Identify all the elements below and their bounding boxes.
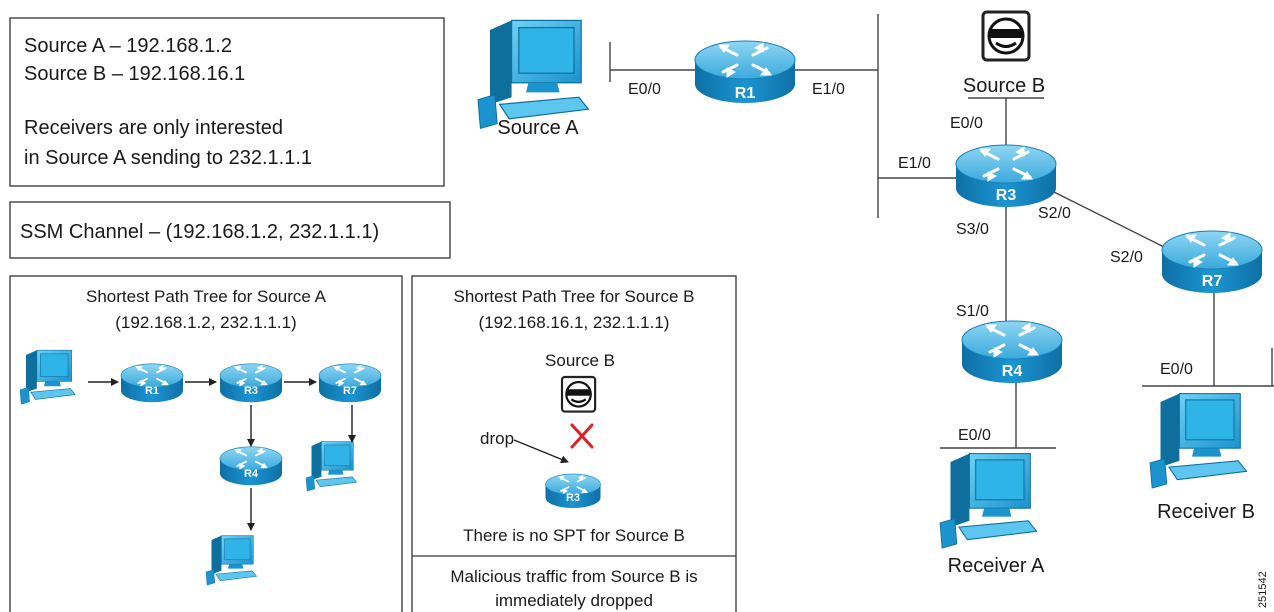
receiver-b-label: Receiver B — [1157, 501, 1255, 523]
no-spt-text: There is no SPT for Source B — [463, 526, 685, 545]
r1-e00-label: E0/0 — [628, 81, 661, 98]
router-r3-label: R3 — [996, 187, 1017, 204]
drop-label: drop — [480, 429, 514, 448]
spt-a-receiver-b-pc-icon — [305, 441, 357, 492]
spt-a-receiver-a-pc-icon — [205, 535, 257, 586]
spt-b-badguy-source-icon — [560, 375, 597, 413]
spt-source-b-box — [411, 275, 737, 612]
r3-e10-label: E1/0 — [898, 155, 931, 172]
router-r7-label: R7 — [1202, 273, 1223, 290]
link-r3-r7 — [1049, 189, 1171, 251]
r4-s10-label: S1/0 — [956, 303, 989, 320]
malicious-text-line2: immediately dropped — [495, 591, 653, 610]
spt-b-r3-label: R3 — [566, 492, 580, 504]
r3-s30-label: S3/0 — [956, 221, 989, 238]
malicious-text-line1: Malicious traffic from Source B is — [450, 567, 697, 586]
receivers-note-line2: in Source A sending to 232.1.1.1 — [24, 147, 312, 169]
source-b-badguy-icon — [981, 10, 1031, 62]
spt-b-channel: (192.168.16.1, 232.1.1.1) — [479, 313, 670, 332]
receivers-note-line1: Receivers are only interested — [24, 117, 283, 139]
receiver-b-pc-icon — [1149, 393, 1248, 489]
r7-s20-label: S2/0 — [1110, 249, 1143, 266]
source-a-pc-icon — [477, 19, 590, 130]
r3-e00-label: E0/0 — [950, 115, 983, 132]
spt-b-source-label: Source B — [545, 351, 615, 370]
spt-a-channel: (192.168.1.2, 232.1.1.1) — [115, 313, 296, 332]
spt-a-r3-label: R3 — [244, 385, 258, 397]
spt-b-title: Shortest Path Tree for Source B — [454, 287, 695, 306]
source-info-box — [9, 17, 445, 187]
spt-a-r1-label: R1 — [145, 385, 159, 397]
spt-a-source-pc-icon — [19, 349, 76, 405]
ssm-channel-box — [9, 201, 451, 259]
r3-s20-label: S2/0 — [1038, 205, 1071, 222]
r4-e00-label: E0/0 — [958, 427, 991, 444]
ssm-channel-text: SSM Channel – (192.168.1.2, 232.1.1.1) — [20, 221, 379, 243]
source-a-address: Source A – 192.168.1.2 — [24, 35, 232, 57]
router-r1-label: R1 — [735, 85, 756, 102]
drop-arrow — [513, 439, 569, 464]
figure-id: 251542 — [1257, 571, 1269, 608]
receiver-a-pc-icon — [939, 453, 1038, 549]
spt-a-title: Shortest Path Tree for Source A — [86, 287, 327, 306]
r1-e10-label: E1/0 — [812, 81, 845, 98]
r7-e00-label: E0/0 — [1160, 361, 1193, 378]
drop-x-icon — [570, 423, 594, 449]
spt-a-r4-label: R4 — [244, 468, 259, 480]
source-b-label: Source B — [963, 75, 1045, 97]
router-r4-label: R4 — [1002, 363, 1023, 380]
source-b-address: Source B – 192.168.16.1 — [24, 63, 245, 85]
receiver-a-label: Receiver A — [948, 555, 1045, 577]
spt-a-r7-label: R7 — [343, 385, 357, 397]
spt-source-a-box — [9, 275, 403, 612]
source-a-label: Source A — [497, 117, 579, 139]
